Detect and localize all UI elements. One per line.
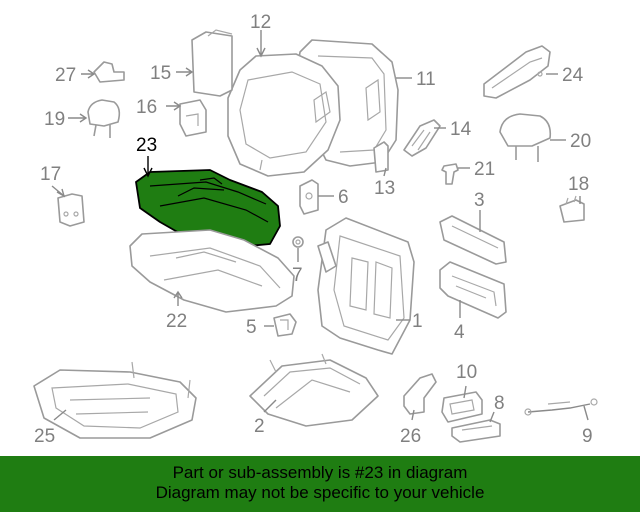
parts-diagram: 23 12 15 27 11 24 16 19 14 20 17 21 13 6… [33,12,598,447]
callout-25: 25 [34,426,55,447]
callout-24: 24 [562,65,584,86]
callout-14: 14 [450,119,472,140]
track-part-2 [249,353,379,427]
bracket-part-13 [373,141,389,173]
clip-part-5 [273,313,297,337]
callout-26: 26 [400,426,421,447]
callout-8: 8 [494,393,505,414]
clip-part-18 [559,195,585,223]
callout-13: 13 [374,178,395,199]
callout-7: 7 [292,265,303,286]
connector-part-8 [451,419,501,443]
bracket-part-26 [403,373,437,415]
leader-lines [51,30,589,423]
panel-part-4 [439,261,507,319]
bracket-part-16 [179,99,207,137]
callout-3: 3 [474,190,485,211]
callout-21: 21 [474,159,495,180]
lock-part-6 [299,179,319,215]
seat-cushion-cover-part-22 [129,229,295,313]
callout-6: 6 [338,187,349,208]
info-banner: Part or sub-assembly is #23 in diagram D… [0,456,640,512]
headrest-part-19 [87,99,121,138]
callout-11: 11 [416,69,436,90]
callout-19: 19 [44,109,65,130]
callout-2: 2 [254,416,265,437]
frame-part-1 [317,217,415,355]
callout-10: 10 [456,362,477,383]
bolt-part-21 [441,163,459,185]
switch-part-10 [441,391,483,423]
callout-12: 12 [250,12,271,33]
headrest-part-20 [499,113,552,162]
callout-1: 1 [412,311,423,332]
banner-part-note: Part or sub-assembly is #23 in diagram [172,463,468,482]
callout-4: 4 [454,322,465,343]
clip-part-27 [93,61,125,83]
block-part-15 [191,29,233,97]
callout-9: 9 [582,426,593,447]
callout-22: 22 [166,311,187,332]
trim-part-24 [483,45,551,99]
strap-part-14 [403,119,441,157]
callout-23: 23 [136,135,157,156]
callout-17: 17 [40,164,61,185]
cover-part-17 [57,193,85,227]
callout-15: 15 [150,63,171,84]
grommet-part-7 [292,236,304,248]
callout-20: 20 [570,131,591,152]
cable-part-9 [524,398,598,416]
banner-disclaimer: Diagram may not be specific to your vehi… [155,483,485,502]
seatback-part [227,53,341,177]
callout-5: 5 [246,317,257,338]
callout-27: 27 [55,65,76,86]
callout-18: 18 [568,174,589,195]
callout-16: 16 [136,97,157,118]
seat-cushion-pad-part-23 [135,169,281,249]
frame-part-25 [33,361,197,439]
panel-part-3 [439,215,507,265]
